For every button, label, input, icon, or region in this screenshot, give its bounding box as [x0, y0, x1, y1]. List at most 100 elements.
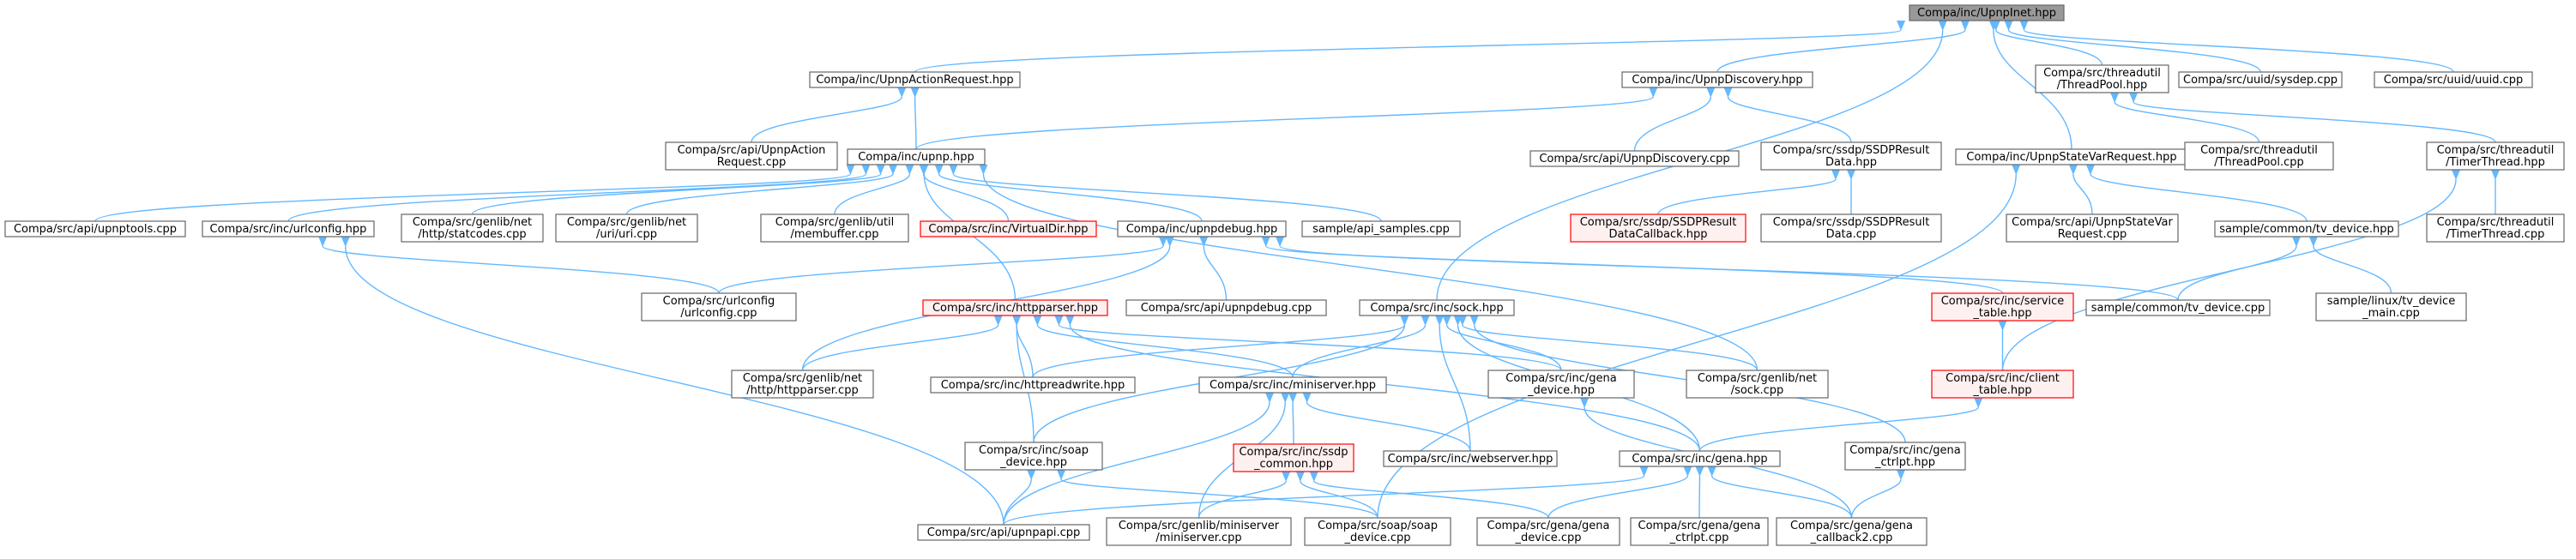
file-node-box	[1304, 517, 1451, 546]
file-node-upnp_h[interactable]: Compa/inc/upnp.hpp	[847, 148, 986, 165]
file-node-label: Compa/src/genlib/util	[775, 216, 895, 229]
file-node-gena_ctrlpt_h[interactable]: Compa/src/inc/gena_ctrlpt.hpp	[1844, 442, 1966, 471]
file-node-timerthread_cpp[interactable]: Compa/src/threadutil/TimerThread.cpp	[2426, 213, 2565, 243]
file-node-box	[1931, 370, 2074, 399]
file-node-label: Compa/src/ssdp/SSDPResult	[1580, 216, 1737, 229]
file-node-tvdevice_cpp[interactable]: sample/common/tv_device.cpp	[2085, 299, 2271, 316]
file-node-ssdpcb_h[interactable]: Compa/src/ssdp/SSDPResultDataCallback.hp…	[1570, 213, 1746, 243]
file-node-label: Compa/src/inc/service	[1941, 295, 2065, 308]
file-node-httpparser_h[interactable]: Compa/src/inc/httpparser.hpp	[922, 299, 1108, 316]
file-node-tvdevice_h[interactable]: sample/common/tv_device.hpp	[2214, 220, 2399, 237]
file-node-soap_device_cpp[interactable]: Compa/src/soap/soap_device.cpp	[1304, 517, 1451, 546]
file-node-tvdevice_main[interactable]: sample/linux/tv_device_main.cpp	[2315, 292, 2467, 322]
edge-sock_h-to-webserver_h	[1435, 315, 1471, 452]
file-node-soap_device_h[interactable]: Compa/src/inc/soap_device.hpp	[964, 442, 1103, 471]
file-node-actionreq_h[interactable]: Compa/inc/UpnpActionRequest.hpp	[809, 71, 1021, 88]
file-node-label: /http/statcodes.cpp	[418, 228, 526, 241]
file-node-label: Compa/src/genlib/miniserver	[1119, 520, 1280, 532]
file-node-miniserver_h[interactable]: Compa/src/inc/miniserver.hpp	[1198, 376, 1387, 394]
file-node-gena_device_h[interactable]: Compa/src/inc/gena_device.hpp	[1487, 370, 1635, 399]
file-node-sock_cpp[interactable]: Compa/src/genlib/net/sock.cpp	[1686, 370, 1829, 399]
edge-ssdp_common_h-to-miniserver_cpp	[1198, 471, 1291, 519]
file-node-box	[555, 213, 698, 243]
file-node-upnptools[interactable]: Compa/src/api/upnptools.cpp	[4, 220, 186, 237]
file-node-label: Compa/src/threadutil	[2200, 144, 2318, 157]
file-node-upnpinet[interactable]: Compa/inc/UpnpInet.hpp	[1909, 4, 2065, 21]
file-node-box	[1125, 299, 1327, 316]
file-node-uuid[interactable]: Compa/src/uuid/uuid.cpp	[2374, 71, 2533, 88]
file-node-discovery_h[interactable]: Compa/inc/UpnpDiscovery.hpp	[1621, 71, 1813, 88]
file-node-label: Compa/inc/UpnpStateVarRequest.hpp	[1966, 151, 2176, 164]
file-node-label: Compa/src/threadutil	[2437, 144, 2555, 157]
file-node-miniserver_cpp[interactable]: Compa/src/genlib/miniserver/miniserver.c…	[1106, 517, 1292, 546]
file-node-gena_callback2[interactable]: Compa/src/gena/gena_callback2.cpp	[1776, 517, 1927, 546]
file-node-box	[1909, 4, 2065, 21]
file-node-label: Compa/src/api/UpnpDiscovery.cpp	[1539, 153, 1729, 165]
edge-statevarreq_h-to-api_statevar	[2068, 164, 2093, 215]
edge-httpparser_h-to-miniserver_h	[1033, 315, 1294, 378]
file-node-threadpool_h[interactable]: Compa/src/threadutil/ThreadPool.hpp	[2035, 64, 2169, 93]
edge-upnp_h-to-upnptools	[94, 164, 855, 222]
file-node-box	[1630, 517, 1769, 546]
file-node-label: Compa/src/ssdp/SSDPResult	[1773, 144, 1930, 157]
file-node-timerthread_h[interactable]: Compa/src/threadutil/TimerThread.hpp	[2426, 141, 2565, 171]
file-node-statcodes[interactable]: Compa/src/genlib/net/http/statcodes.cpp	[401, 213, 544, 243]
file-node-label: /http/httpparser.cpp	[746, 384, 858, 397]
edge-soap_device_h-to-soap_device_cpp	[1056, 469, 1378, 519]
file-node-gena_device_cpp[interactable]: Compa/src/gena/gena_device.cpp	[1476, 517, 1620, 546]
file-node-label: Compa/inc/UpnpInet.hpp	[1917, 7, 2056, 20]
file-node-upnpapi[interactable]: Compa/src/api/upnpapi.cpp	[917, 524, 1090, 541]
file-node-api_statevar[interactable]: Compa/src/api/UpnpStateVarRequest.cpp	[2006, 213, 2179, 243]
file-node-httpparser_cpp[interactable]: Compa/src/genlib/net/http/httpparser.cpp	[731, 370, 874, 399]
edge-upnpdebug_h-to-api_upnpdebug	[1199, 236, 1228, 301]
file-node-api_samples[interactable]: sample/api_samples.cpp	[1301, 220, 1461, 237]
file-node-uri[interactable]: Compa/src/genlib/net/uri/uri.cpp	[555, 213, 698, 243]
file-node-upnpdebug_h[interactable]: Compa/inc/upnpdebug.hpp	[1117, 220, 1287, 237]
file-node-box	[1844, 442, 1966, 471]
edge-ssdpresult_h-to-ssdpcb_h	[1657, 169, 1841, 215]
file-node-ssdp_common_h[interactable]: Compa/src/inc/ssdp_common.hpp	[1233, 443, 1354, 472]
file-node-urlconfig_cpp[interactable]: Compa/src/urlconfig/urlconfig.cpp	[641, 292, 797, 322]
file-node-label: _device.cpp	[1515, 532, 1582, 544]
edge-sock_h-to-gena_device_h	[1442, 315, 1562, 371]
file-node-label: Compa/src/uuid/uuid.cpp	[2384, 74, 2524, 87]
file-node-label: /miniserver.cpp	[1155, 532, 1241, 544]
file-node-api_actionreq[interactable]: Compa/src/api/UpnpActionRequest.cpp	[665, 141, 838, 171]
file-node-label: Compa/src/genlib/net	[743, 372, 862, 385]
file-node-service_table_h[interactable]: Compa/src/inc/service_table.hpp	[1931, 292, 2074, 322]
edge-miniserver_h-to-upnpapi	[1003, 392, 1275, 526]
file-node-box	[1621, 71, 1813, 88]
file-node-label: Compa/src/gena/gena	[1638, 520, 1761, 532]
file-node-virtualdir_h[interactable]: Compa/src/inc/VirtualDir.hpp	[920, 220, 1097, 237]
file-node-api_discovery[interactable]: Compa/src/api/UpnpDiscovery.cpp	[1529, 150, 1740, 167]
file-node-label: Compa/inc/UpnpActionRequest.hpp	[816, 74, 1013, 87]
file-node-membuffer[interactable]: Compa/src/genlib/util/membuffer.cpp	[760, 213, 909, 243]
file-node-label: Compa/src/inc/gena	[1849, 444, 1961, 457]
file-node-box	[964, 442, 1103, 471]
file-node-gena_ctrlpt_cpp[interactable]: Compa/src/gena/gena_ctrlpt.cpp	[1630, 517, 1769, 546]
file-node-box	[2426, 141, 2565, 171]
file-node-label: _ctrlpt.cpp	[1669, 532, 1729, 544]
file-node-api_upnpdebug[interactable]: Compa/src/api/upnpdebug.cpp	[1125, 299, 1327, 316]
file-node-httpreadwrite[interactable]: Compa/src/inc/httpreadwrite.hpp	[930, 376, 1136, 394]
file-node-label: /TimerThread.hpp	[2446, 156, 2545, 169]
file-node-urlconfig_h[interactable]: Compa/src/inc/urlconfig.hpp	[202, 220, 375, 237]
file-node-box	[1760, 141, 1942, 171]
file-nodes: Compa/inc/UpnpInet.hppCompa/inc/UpnpActi…	[4, 4, 2565, 546]
file-node-box	[809, 71, 1021, 88]
file-node-box	[641, 292, 797, 322]
file-node-label: _device.cpp	[1344, 532, 1411, 544]
file-node-sysdep[interactable]: Compa/src/uuid/sysdep.cpp	[2178, 71, 2343, 88]
file-node-client_table_h[interactable]: Compa/src/inc/client_table.hpp	[1931, 370, 2074, 399]
file-node-label: _common.hpp	[1253, 458, 1333, 471]
file-node-webserver_h[interactable]: Compa/src/inc/webserver.hpp	[1383, 450, 1558, 467]
file-node-label: _main.cpp	[2362, 307, 2420, 320]
file-node-statevarreq_h[interactable]: Compa/inc/UpnpStateVarRequest.hpp	[1955, 148, 2188, 165]
file-node-label: Compa/src/inc/client	[1946, 372, 2060, 385]
edge-tvdevice_h-to-tvdevice_main	[2308, 236, 2392, 294]
file-node-threadpool_cpp[interactable]: Compa/src/threadutil/ThreadPool.cpp	[2184, 141, 2334, 171]
file-node-gena_h[interactable]: Compa/src/inc/gena.hpp	[1619, 450, 1781, 467]
file-node-sock_h[interactable]: Compa/src/inc/sock.hpp	[1359, 299, 1515, 316]
